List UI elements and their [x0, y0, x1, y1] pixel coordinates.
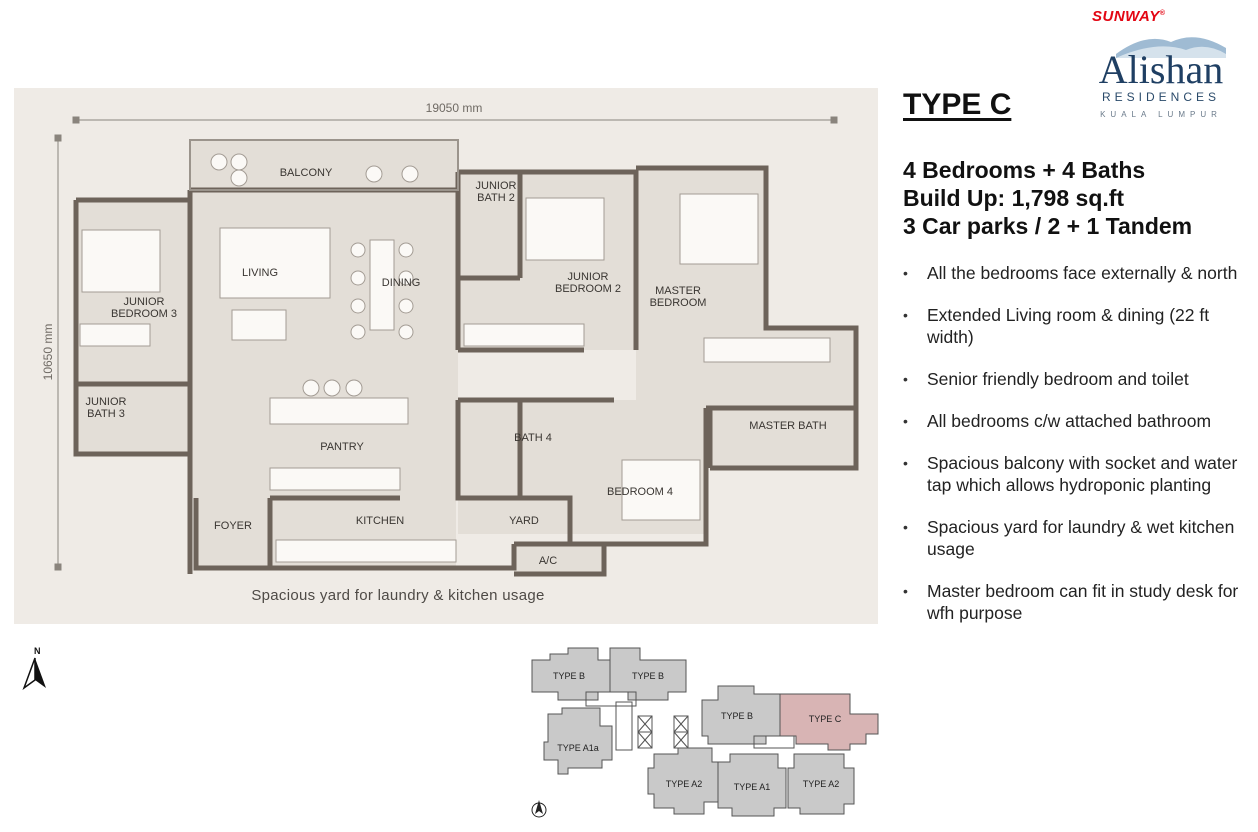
feature-item: Spacious yard for laundry & wet kitchen …: [903, 516, 1243, 560]
room-pantry: PANTRY: [320, 441, 364, 453]
feature-item: Spacious balcony with socket and water t…: [903, 452, 1243, 496]
room-junior-bath-2-line2: BATH 2: [477, 192, 515, 204]
key-unit-type-b-3: TYPE B: [721, 711, 753, 721]
room-master-bath: MASTER BATH: [749, 420, 826, 432]
unit-shape-a2-left: [647, 747, 719, 815]
key-plan-compass-icon: [531, 800, 547, 818]
balcony-outline: [189, 139, 459, 191]
unit-specs: 4 Bedrooms + 4 Baths Build Up: 1,798 sq.…: [903, 156, 1192, 240]
room-master-bedroom-line2: BEDROOM: [650, 297, 707, 309]
feature-item: All bedrooms c/w attached bathroom: [903, 410, 1243, 432]
key-plan-units: [531, 647, 879, 817]
room-master-bedroom-line1: MASTER: [655, 285, 701, 297]
feature-item: Extended Living room & dining (22 ft wid…: [903, 304, 1243, 348]
key-unit-type-a1a: TYPE A1a: [557, 743, 599, 753]
room-bedroom-4: BEDROOM 4: [607, 486, 673, 498]
spec-car-parks: 3 Car parks / 2 + 1 Tandem: [903, 213, 1193, 239]
room-bath-4: BATH 4: [514, 432, 552, 444]
sunway-brand: SUNWAY®: [1092, 8, 1165, 25]
dimension-lines: [54, 116, 838, 571]
room-foyer: FOYER: [214, 520, 252, 532]
room-ac: A/C: [539, 555, 557, 567]
key-unit-type-a1: TYPE A1: [734, 782, 771, 792]
feature-item: Senior friendly bedroom and toilet: [903, 368, 1243, 390]
mountain-icon: [1116, 37, 1226, 58]
unit-shape-a1a: [543, 707, 613, 775]
logo-name: Alishan: [1098, 47, 1224, 92]
room-dining: DINING: [382, 277, 421, 289]
room-junior-bath-2-line1: JUNIOR: [476, 180, 517, 192]
key-unit-type-b-1: TYPE B: [553, 671, 585, 681]
room-balcony: BALCONY: [280, 167, 333, 179]
spec-build-up: Build Up: 1,798 sq.ft: [903, 185, 1125, 211]
feature-item: All the bedrooms face externally & north: [903, 262, 1243, 284]
key-unit-type-a2-1: TYPE A2: [666, 779, 703, 789]
key-unit-type-b-2: TYPE B: [632, 671, 664, 681]
key-plan-core: [585, 691, 795, 751]
unit-type-title: TYPE C: [903, 88, 1012, 121]
room-junior-bedroom-2-line2: BEDROOM 2: [555, 283, 621, 295]
room-junior-bedroom-3-line1: JUNIOR: [124, 296, 165, 308]
feature-list: All the bedrooms face externally & north…: [903, 262, 1243, 644]
room-living: LIVING: [242, 267, 278, 279]
brand-text: SUNWAY: [1092, 8, 1160, 25]
room-yard: YARD: [509, 515, 539, 527]
depth-dimension: 10650 mm: [41, 324, 55, 381]
north-arrow-icon: [22, 657, 46, 690]
unit-shape-a2-right: [787, 753, 855, 815]
room-junior-bath-3-line2: BATH 3: [87, 408, 125, 420]
alishan-logo: SUNWAY® Alishan RESIDENCES KUALA LUMPUR: [1076, 6, 1246, 124]
floor-plan-drawing: 19050 mm 10650 mm: [41, 101, 859, 604]
room-junior-bath-3-line1: JUNIOR: [86, 396, 127, 408]
logo-location: KUALA LUMPUR: [1100, 110, 1222, 119]
registered-mark: ®: [1159, 10, 1166, 17]
logo-subtitle: RESIDENCES: [1101, 90, 1221, 104]
spec-bedrooms: 4 Bedrooms + 4 Baths: [903, 157, 1146, 183]
north-label: N: [34, 646, 41, 656]
room-kitchen: KITCHEN: [356, 515, 404, 527]
key-unit-type-c: TYPE C: [809, 714, 842, 724]
furniture: [79, 153, 831, 563]
room-junior-bedroom-3-line2: BEDROOM 3: [111, 308, 177, 320]
room-junior-bedroom-2-line1: JUNIOR: [568, 271, 609, 283]
key-plan: TYPE B TYPE B TYPE A1a TYPE B TYPE C TYP…: [531, 647, 879, 818]
unit-shape-a1: [717, 753, 787, 817]
plan-caption: Spacious yard for laundry & kitchen usag…: [251, 587, 544, 604]
key-unit-type-a2-2: TYPE A2: [803, 779, 840, 789]
unit-shape-c: [779, 693, 879, 751]
floor-plan: 19050 mm 10650 mm: [14, 88, 878, 624]
width-dimension: 19050 mm: [426, 101, 483, 115]
feature-item: Master bedroom can fit in study desk for…: [903, 580, 1243, 624]
